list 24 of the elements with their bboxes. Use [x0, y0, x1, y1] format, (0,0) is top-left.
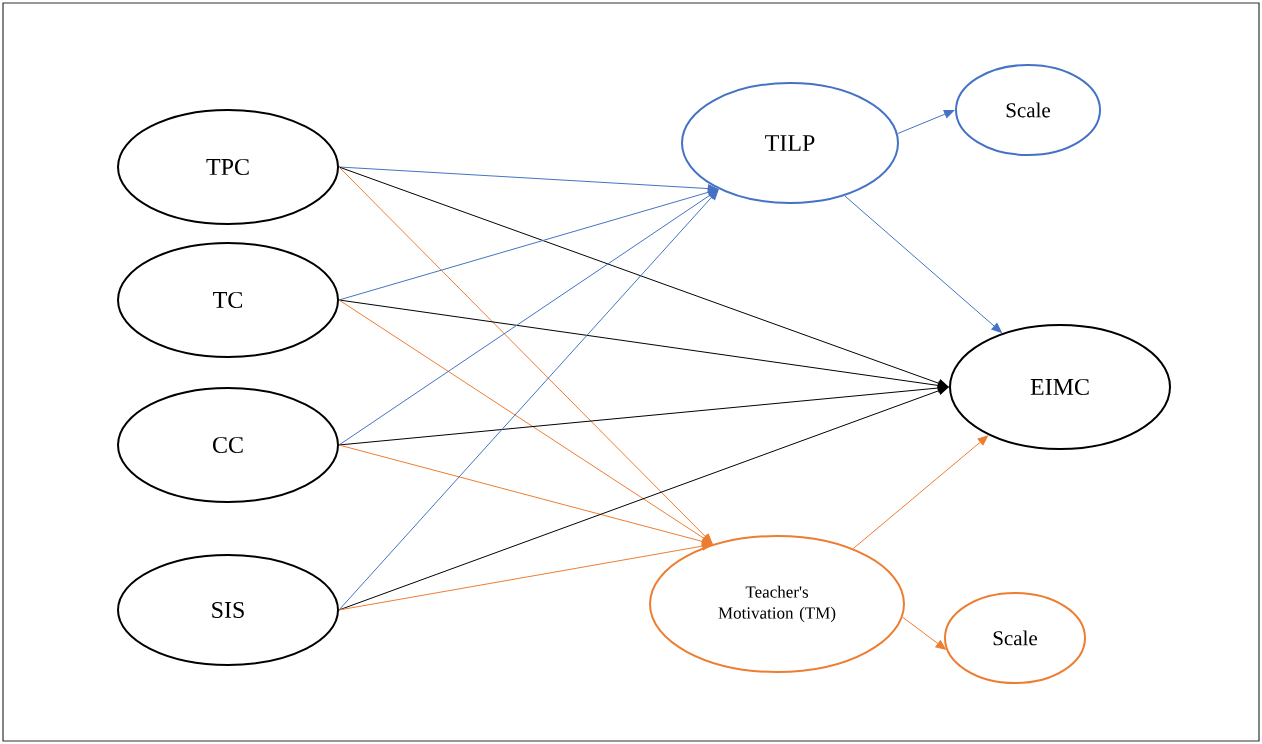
- arrow: [338, 444, 713, 546]
- arrow: [844, 195, 1002, 333]
- arrow: [902, 616, 946, 650]
- arrow: [338, 386, 949, 611]
- ellipse-node: Teacher's Motivation (TM): [649, 535, 905, 673]
- ellipse-node: Scale: [955, 64, 1101, 156]
- arrow: [338, 166, 713, 544]
- arrow: [338, 187, 719, 301]
- ellipse-node: SIS: [117, 554, 339, 666]
- ellipse-node: TC: [117, 242, 339, 358]
- arrow: [338, 166, 949, 388]
- ellipse-node: CC: [117, 387, 339, 503]
- arrow: [852, 435, 988, 550]
- arrow: [338, 189, 719, 611]
- arrow: [338, 299, 713, 545]
- arrow: [338, 299, 949, 390]
- ellipse-node: EIMC: [949, 324, 1171, 450]
- ellipse-node: TILP: [681, 82, 899, 204]
- arrow: [338, 189, 719, 446]
- arrow: [897, 109, 955, 135]
- ellipse-node: Scale: [944, 592, 1086, 684]
- arrow: [338, 383, 949, 446]
- ellipse-node: TPC: [117, 109, 339, 225]
- arrow: [338, 541, 713, 611]
